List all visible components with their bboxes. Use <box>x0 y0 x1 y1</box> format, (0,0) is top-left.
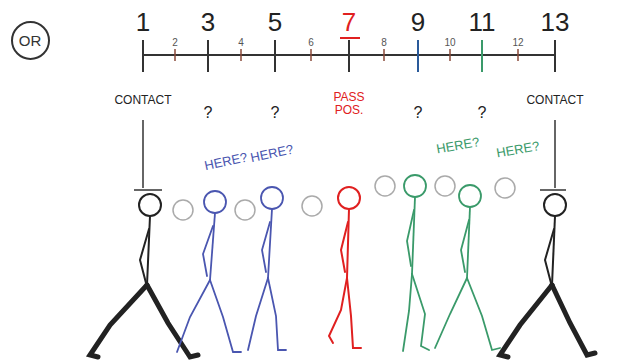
frame-number: 1 <box>136 8 150 37</box>
key-label: CONTACT <box>526 94 583 107</box>
option-circle: OR <box>11 21 50 60</box>
pass-tick <box>348 40 350 72</box>
question-mark: ? <box>204 104 213 122</box>
inbetween-number: 10 <box>444 37 455 48</box>
question-mark: ? <box>271 104 280 122</box>
key-label: CONTACT <box>114 94 171 107</box>
passing-figure <box>329 187 361 348</box>
underline <box>340 37 360 39</box>
question-note: HERE? <box>249 143 294 166</box>
frame-number: 7 <box>342 8 356 37</box>
frame-number: 3 <box>201 8 215 37</box>
inbetween-figure <box>435 185 500 350</box>
frame-number: 9 <box>411 8 425 37</box>
inbetween-number: 8 <box>381 37 387 48</box>
inbetween-figure <box>177 191 241 352</box>
question-mark: ? <box>478 104 487 122</box>
inbetween-number: 12 <box>512 37 523 48</box>
inbetween-number: 6 <box>308 37 314 48</box>
frame-number: 13 <box>541 8 570 37</box>
frame-number: 5 <box>268 8 282 37</box>
inbetween-figure <box>248 187 286 350</box>
inbetween-number: 4 <box>238 37 244 48</box>
question-note: HERE? <box>435 135 480 157</box>
question-note: HERE? <box>203 151 248 174</box>
contact-figure <box>500 194 595 357</box>
key-ticks <box>143 40 555 72</box>
inbetween-ticks <box>175 49 518 61</box>
option-text: OR <box>19 32 42 49</box>
inbetween-figure <box>403 175 429 351</box>
inbetween-number: 2 <box>172 37 178 48</box>
key-label: PASS POS. <box>327 91 371 117</box>
head-path <box>173 176 515 220</box>
frame-number: 11 <box>469 8 496 37</box>
contact-figure <box>90 194 198 357</box>
question-note: HERE? <box>495 139 540 161</box>
question-mark: ? <box>414 104 423 122</box>
